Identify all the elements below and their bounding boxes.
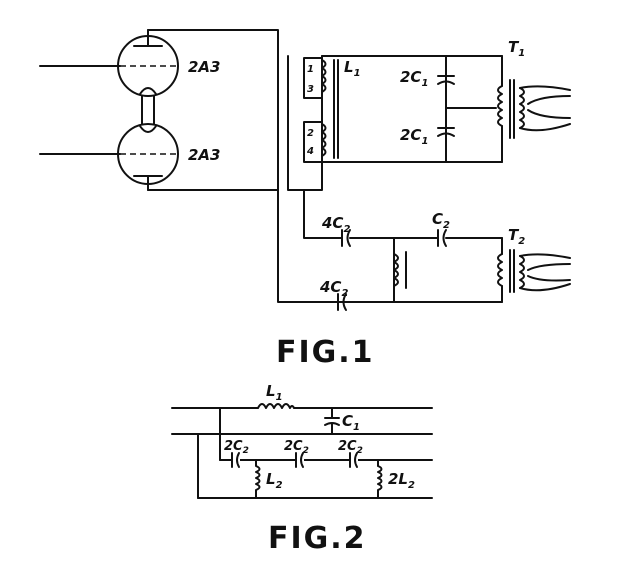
fig2-caption: FIG.2: [268, 521, 367, 556]
fig1-terminal-block-bottom: [303, 121, 323, 163]
fig1-tube-top: [117, 29, 179, 97]
fig1-tube-bottom: [117, 123, 179, 191]
fig1-cap-top: [437, 75, 455, 85]
fig2-cap-2c2-b-plate-2: [300, 452, 304, 468]
fig1-terminal-block-top: [303, 57, 323, 99]
fig1-terminal-4: 4: [306, 146, 314, 157]
fig1-cap-4c2-top: [341, 229, 351, 247]
fig1-cap-top-label: 2C1: [400, 68, 428, 89]
fig1-transformer-2-label: T2: [508, 226, 525, 247]
fig2-schematic: L1 C1 2C2 2C2 2C2 L2 2L2 FIG.2: [171, 382, 433, 556]
fig2-inductor-l1: [257, 403, 295, 409]
fig2-cap-2c2-b-label: 2C2: [284, 439, 309, 456]
fig1-cap-4c2-bottom: [337, 293, 347, 311]
fig1-transformer-t1: [497, 55, 571, 163]
fig1-cap-4c2-bottom-label: 4C2: [319, 278, 348, 299]
fig2-cap-2c2-c-label: 2C2: [338, 439, 363, 456]
fig1-terminal-2: 2: [307, 128, 314, 139]
fig2-inductor-l1-label: L1: [266, 382, 283, 403]
fig1-cap-c2-label: C2: [432, 210, 450, 231]
fig1-inductor-label: L1: [344, 58, 361, 79]
fig2-cap-c1-label: C1: [342, 412, 360, 433]
fig1-terminal-3: 3: [307, 84, 314, 95]
fig1-cap-4c2-top-label: 4C2: [321, 214, 350, 235]
fig2-cap-2c2-a-plate-2: [236, 452, 240, 468]
fig1-cap-bottom: [437, 127, 455, 137]
fig2-inductor-2l2: [377, 465, 383, 491]
fig1-transformer-1-label: T1: [508, 38, 525, 59]
fig1-tube-top-label: 2A3: [188, 58, 220, 76]
fig2-cap-2c2-c-plate-2: [354, 452, 358, 468]
fig2-inductor-2l2-label: 2L2: [388, 470, 415, 491]
fig1-cap-bottom-label: 2C1: [400, 126, 428, 147]
fig2-inductor-l2: [255, 465, 261, 491]
fig1-top-plate-wire: [147, 29, 503, 303]
fig2-inductor-l2-label: L2: [266, 470, 283, 491]
fig1-terminal-1: 1: [307, 64, 314, 75]
fig1-lower-network-feed: [303, 189, 343, 239]
fig2-cap-2c2-a-label: 2C2: [224, 439, 249, 456]
fig1-caption: FIG.1: [276, 335, 375, 370]
fig1-tube-bottom-label: 2A3: [188, 146, 220, 164]
fig1-transformer-t2: [497, 237, 571, 303]
fig1-schematic: 2A3 2A3 1 3 2 4 L1: [39, 29, 571, 370]
fig1-inductor-l1: [321, 59, 339, 159]
fig1-cap-c2: [437, 229, 447, 247]
fig1-shunt-inductor: [393, 251, 407, 289]
